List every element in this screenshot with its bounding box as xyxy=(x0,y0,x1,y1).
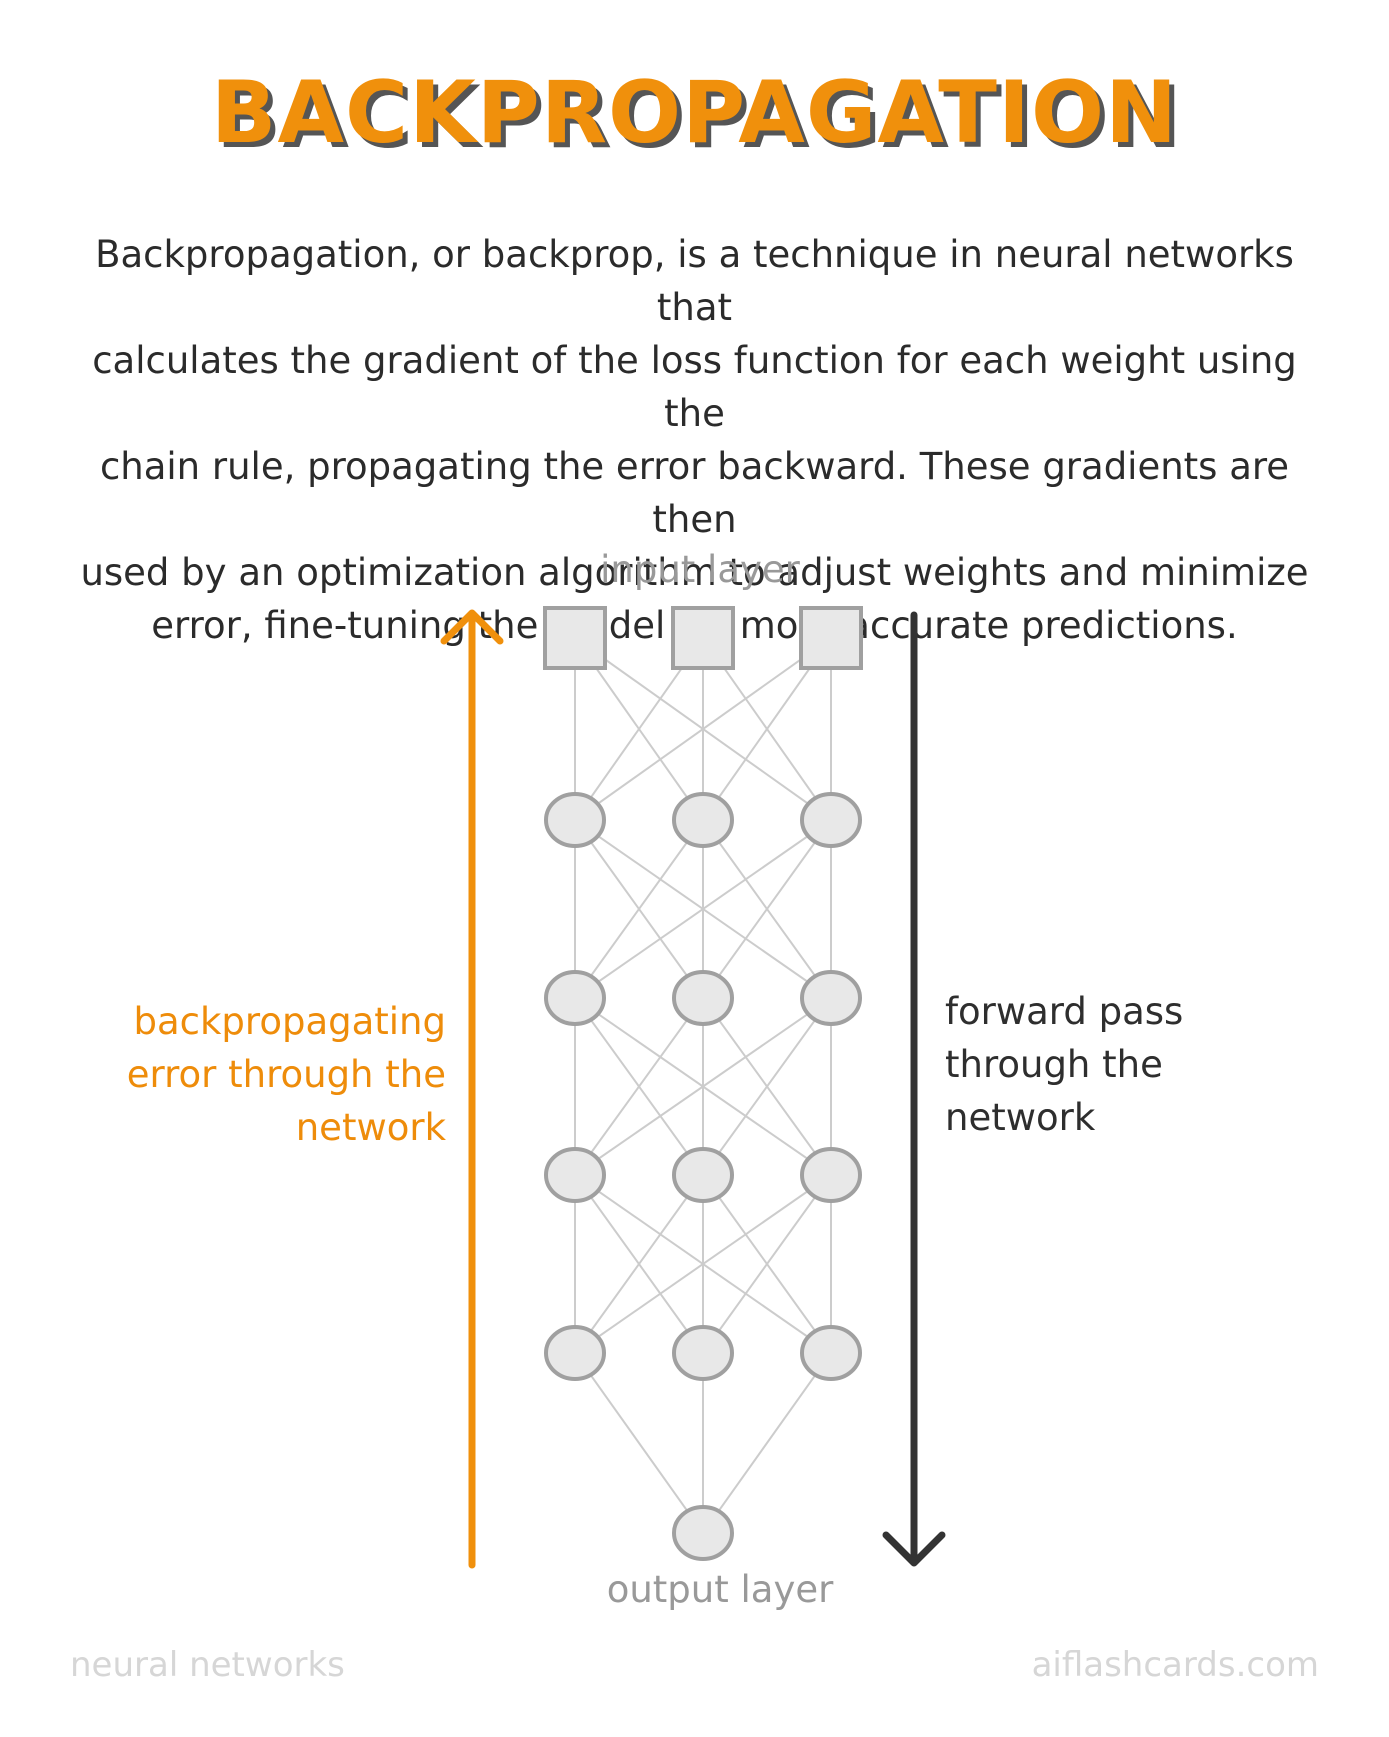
network-edge xyxy=(574,997,832,1176)
backward-label-line: backpropagating xyxy=(133,1000,447,1043)
hidden-node xyxy=(672,792,734,848)
network-edge xyxy=(574,637,832,821)
network-edge xyxy=(702,819,832,999)
input-node xyxy=(543,606,607,670)
backward-label-line: network xyxy=(295,1106,446,1149)
footer-category: neural networks xyxy=(70,1645,345,1685)
hidden-node xyxy=(544,970,606,1026)
forward-label-line: forward pass xyxy=(945,990,1184,1033)
footer-site: aiflashcards.com xyxy=(1031,1645,1319,1685)
hidden-node xyxy=(672,970,734,1026)
network-edge xyxy=(574,1174,832,1354)
network-edge xyxy=(574,1174,704,1354)
network-edge xyxy=(574,1352,704,1534)
hidden-node xyxy=(800,1147,862,1203)
page-title: BACKPROPAGATION xyxy=(210,63,1179,163)
description-line: used by an optimization algorithm to adj… xyxy=(80,551,1309,594)
description-line: calculates the gradient of the loss func… xyxy=(92,339,1297,435)
backward-arrow xyxy=(440,609,504,1569)
output-layer-label: output layer xyxy=(606,1568,834,1611)
network-edges xyxy=(574,637,832,1534)
input-layer-label: input layer xyxy=(600,548,800,591)
hidden-node xyxy=(800,792,862,848)
network-edge xyxy=(702,1174,832,1354)
description-line: Backpropagation, or backprop, is a techn… xyxy=(95,233,1294,329)
hidden-node xyxy=(800,970,862,1026)
backward-pass-label: backpropagating error through the networ… xyxy=(86,995,446,1154)
network-edge xyxy=(702,997,832,1176)
network-nodes xyxy=(543,606,863,1561)
output-node xyxy=(672,1505,734,1561)
hidden-node xyxy=(544,1325,606,1381)
hidden-node xyxy=(672,1147,734,1203)
hidden-node xyxy=(544,792,606,848)
network-edge xyxy=(574,819,832,999)
forward-pass-label: forward pass through the network xyxy=(945,985,1275,1144)
network-edge xyxy=(574,997,704,1176)
input-node xyxy=(799,606,863,670)
network-edge xyxy=(702,1352,832,1534)
hidden-node xyxy=(544,1147,606,1203)
forward-label-line: through the xyxy=(945,1043,1163,1086)
forward-label-line: network xyxy=(945,1096,1096,1139)
description-line: chain rule, propagating the error backwa… xyxy=(99,445,1290,541)
description: Backpropagation, or backprop, is a techn… xyxy=(60,228,1329,652)
input-node xyxy=(671,606,735,670)
forward-arrow xyxy=(882,611,946,1567)
backward-label-line: error through the xyxy=(126,1053,446,1096)
hidden-node xyxy=(800,1325,862,1381)
hidden-node xyxy=(672,1325,734,1381)
network-edge xyxy=(574,819,704,999)
